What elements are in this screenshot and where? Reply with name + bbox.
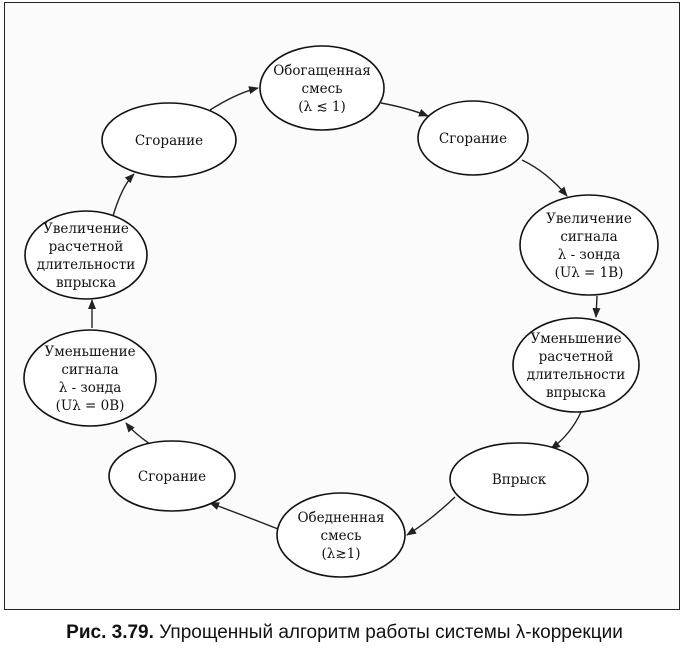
- figure-title: Упрощенный алгоритм работы системы λ-кор…: [159, 622, 623, 643]
- node-duration-increase: Увеличение расчетной длительности впрыска: [24, 210, 148, 300]
- cycle-arrow-6: [406, 496, 456, 536]
- node-ellipse: [101, 102, 237, 178]
- cycle-arrow-7: [209, 502, 279, 530]
- node-signal-decrease: Уменьшение сигнала λ - зонда (Uλ = 0В): [23, 329, 157, 427]
- node-ellipse: [449, 442, 589, 516]
- node-ellipse: [512, 317, 640, 413]
- node-combustion-top-right: Сгорание: [417, 100, 529, 176]
- node-label-line: впрыска: [546, 385, 606, 401]
- node-label-line: Увеличение: [43, 221, 129, 237]
- node-label-line: длительности: [527, 367, 625, 383]
- figure-number: Рис. 3.79.: [66, 622, 154, 643]
- node-lean: Обедненная смесь (λ≳1): [276, 492, 406, 578]
- node-label-line: сигнала: [61, 362, 118, 378]
- cycle-arrows: [88, 86, 601, 536]
- node-label-line: (Uλ = 0В): [56, 398, 125, 414]
- cycle-arrow-3: [521, 159, 568, 197]
- node-ellipse: [24, 210, 148, 300]
- cycle-arrow-8: [125, 422, 151, 445]
- node-label-line: Обогащенная: [273, 63, 371, 79]
- node-label-line: Уменьшение: [530, 331, 621, 347]
- node-ellipse: [276, 492, 406, 578]
- cycle-arrow-2: [380, 102, 429, 117]
- cycle-arrow-10: [112, 173, 135, 217]
- node-label-line: Сгорание: [135, 133, 203, 149]
- node-ellipse: [417, 100, 529, 176]
- node-label-line: (λ ≲ 1): [298, 99, 346, 115]
- node-label-line: (Uλ = 1В): [555, 265, 624, 281]
- node-label-line: Уменьшение: [44, 344, 135, 360]
- node-combustion-bottom-left: Сгорание: [108, 440, 236, 512]
- node-ellipse: [259, 45, 385, 131]
- node-label-line: λ - зонда: [558, 247, 621, 263]
- cycle-arrow-1: [209, 86, 259, 111]
- cycle-arrow-4: [592, 295, 601, 318]
- node-signal-increase: Увеличение сигнала λ - зонда (Uλ = 1В): [519, 194, 659, 296]
- node-injection: Впрыск: [449, 442, 589, 516]
- node-label-line: λ - зонда: [59, 380, 122, 396]
- node-label-line: длительности: [37, 257, 135, 273]
- node-label-line: смесь: [302, 81, 343, 97]
- node-label-line: Сгорание: [138, 469, 206, 485]
- cycle-arrow-5: [550, 411, 582, 450]
- node-ellipse: [519, 194, 659, 296]
- node-label-line: смесь: [321, 528, 362, 544]
- node-label-line: Впрыск: [492, 472, 547, 488]
- node-ellipse: [23, 329, 157, 427]
- node-label-line: Увеличение: [546, 211, 632, 227]
- node-enriched: Обогащенная смесь (λ ≲ 1): [259, 45, 385, 131]
- node-duration-decrease: Уменьшение расчетной длительности впрыска: [512, 317, 640, 413]
- node-combustion-top-left: Сгорание: [101, 102, 237, 178]
- figure-caption: Рис. 3.79. Упрощенный алгоритм работы си…: [0, 622, 689, 644]
- node-label-line: расчетной: [539, 349, 614, 365]
- node-label-line: сигнала: [560, 229, 617, 245]
- node-label-line: Сгорание: [439, 131, 507, 147]
- node-label-line: впрыска: [56, 275, 116, 291]
- node-label-line: расчетной: [49, 239, 124, 255]
- node-ellipse: [108, 440, 236, 512]
- node-label-line: (λ≳1): [322, 546, 361, 562]
- node-label-line: Обедненная: [297, 510, 384, 526]
